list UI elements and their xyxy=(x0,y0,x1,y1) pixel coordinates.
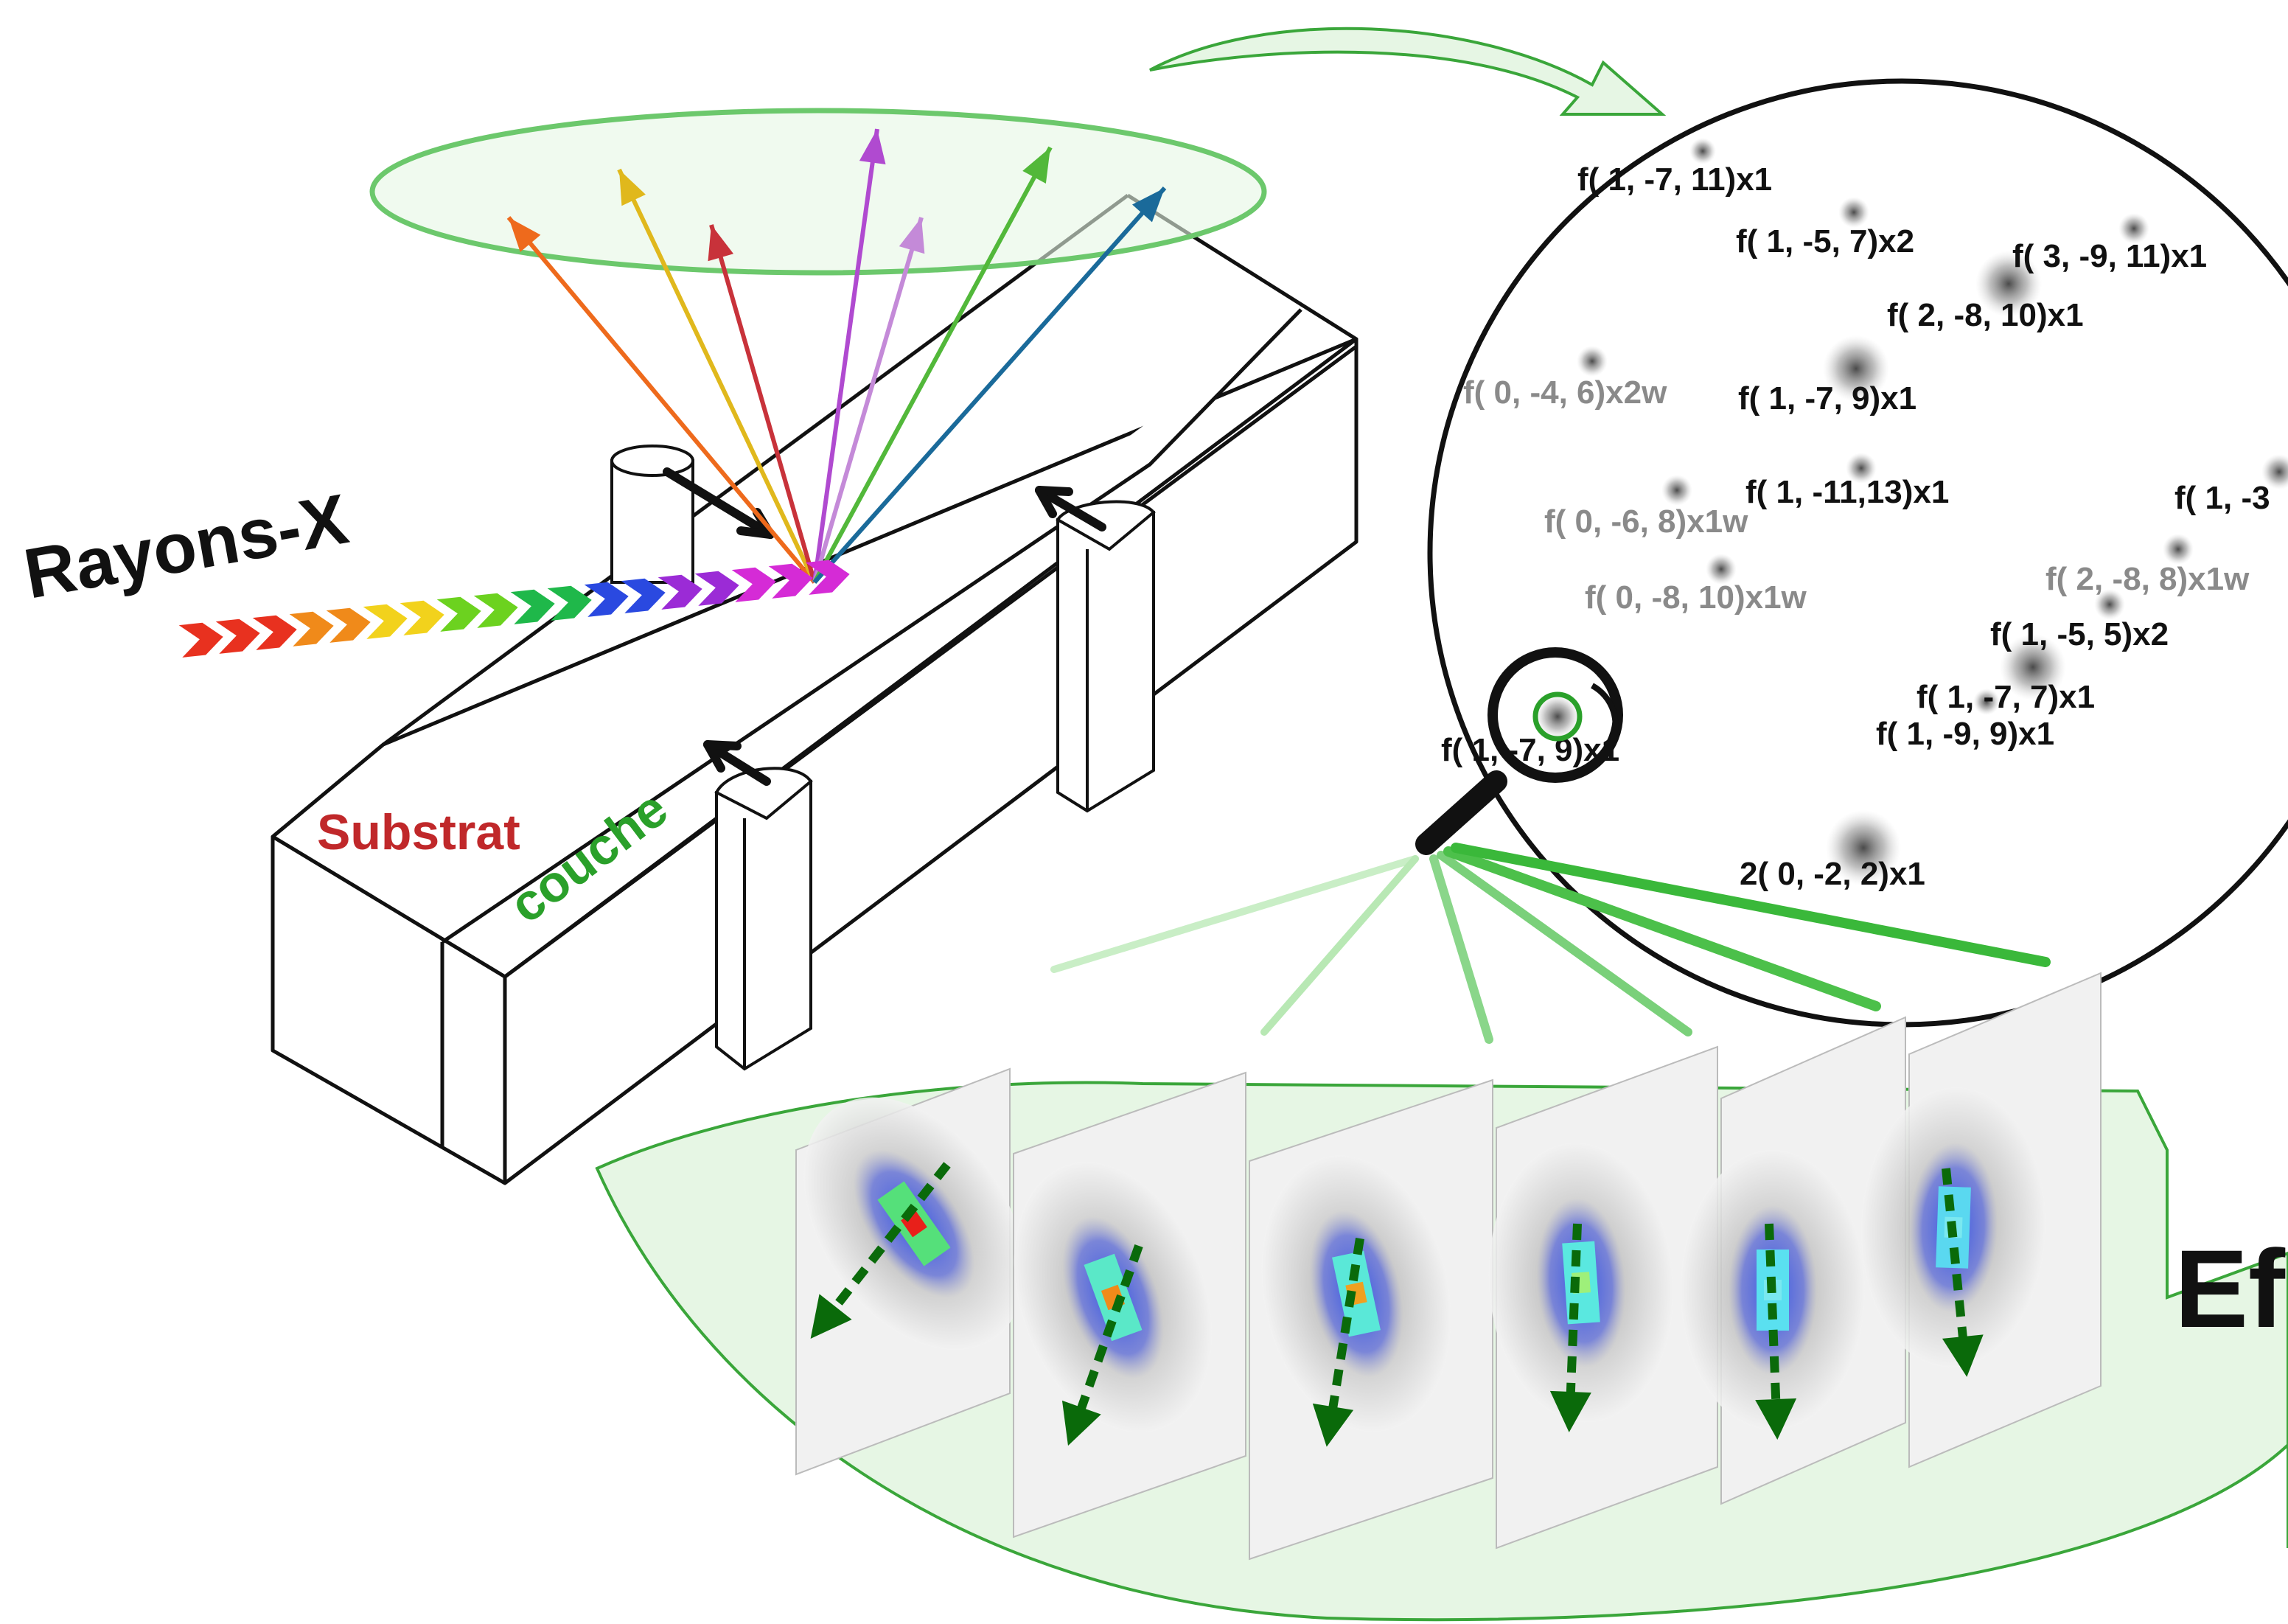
beam-chevron xyxy=(805,560,850,595)
diffraction-spot xyxy=(2118,213,2149,244)
beam-chevron xyxy=(178,622,223,658)
reflection-label: f( 0, -6, 8)x1w xyxy=(1544,503,1748,540)
diffraction-spot xyxy=(1846,453,1877,484)
detector-frame xyxy=(1249,1078,1493,1561)
diffraction-spot xyxy=(1577,346,1608,377)
reflection-label: f( 0, -4, 6)x2w xyxy=(1463,374,1667,411)
reflection-label: f( 1, -11,13)x1 xyxy=(1745,474,1949,510)
sample-block xyxy=(271,193,1358,1185)
beam-chevron xyxy=(547,585,592,621)
reflection-label: f( 1, -9, 9)x1 xyxy=(1876,716,2054,752)
diffraction-spot xyxy=(2261,454,2288,489)
beam-chevron xyxy=(510,589,555,624)
reflection-label: f( 2, -8, 10)x1 xyxy=(1887,297,2084,333)
reflection-label: f( 1, -7, 7)x1 xyxy=(1916,679,2095,715)
reflection-label: f( 1, -7, 11)x1 xyxy=(1577,161,1772,198)
beam-chevron xyxy=(473,593,518,628)
reflected-ray xyxy=(617,168,817,584)
beam-chevron xyxy=(363,604,408,639)
detector-frame xyxy=(795,1067,1025,1476)
beam-chevron xyxy=(768,563,813,599)
reflected-ray xyxy=(708,224,817,583)
detector-frame xyxy=(1013,1071,1246,1538)
diffraction-spot xyxy=(1661,475,1692,506)
reflection-label: f( 1, -5, 5)x2 xyxy=(1990,616,2169,652)
diffraction-spot xyxy=(1706,554,1737,585)
zoom-lines xyxy=(1050,843,2051,1044)
incoming-beam xyxy=(178,560,850,658)
reflection-cone xyxy=(369,108,1267,276)
clamp-right xyxy=(1056,500,1156,813)
reflected-rays xyxy=(506,128,1167,584)
process-arrow-top xyxy=(1149,27,1667,116)
reflected-ray xyxy=(506,216,817,584)
frame-stack xyxy=(795,972,2102,1561)
xray-label: Rayons-X xyxy=(18,479,354,613)
beam-chevron xyxy=(326,607,371,643)
beam-chevron xyxy=(400,600,444,635)
corner-label-ef: Ef xyxy=(2174,1227,2286,1351)
diffraction-spot xyxy=(1689,138,1716,164)
reflection-label: f( 3, -9, 11)x1 xyxy=(2012,238,2207,274)
reflection-label: f( 1, -7, 9)x1 xyxy=(1738,380,1916,417)
beam-chevron xyxy=(694,571,739,606)
clamp-left xyxy=(610,445,694,584)
beam-chevron xyxy=(252,615,297,650)
diffraction-spot xyxy=(1826,810,1901,885)
reflection-label: f( 1, -5, 7)x2 xyxy=(1736,223,1914,259)
diffraction-spot xyxy=(1823,335,1889,402)
reflected-ray xyxy=(812,217,925,583)
reflection-label: 2( 0, -2, 2)x1 xyxy=(1740,856,1925,892)
beam-chevron xyxy=(436,596,481,632)
beam-chevron xyxy=(621,578,666,613)
diffraction-spot xyxy=(2000,634,2066,700)
reflected-ray xyxy=(812,146,1053,584)
beam-chevron xyxy=(658,574,702,610)
diffraction-spot xyxy=(2094,589,2125,620)
detector-frame xyxy=(1860,972,2102,1468)
substrate-label: Substrat xyxy=(317,804,520,860)
reflection-label: f( 0, -8, 10)x1w xyxy=(1585,579,1807,616)
reflection-label: f( 1, -3 xyxy=(2174,480,2270,516)
clamp-arrows xyxy=(663,467,1106,786)
detector-frame xyxy=(1488,1045,1718,1550)
detector-frame xyxy=(1681,1016,1906,1505)
diffraction-spot xyxy=(1973,689,2000,715)
clamp-middle xyxy=(714,767,813,1071)
reflection-label: f( 2, -8, 8)x1w xyxy=(2045,561,2250,597)
detector: f( 1, -7, 11)x1 f( 1, -5, 7)x2 f( 3, -9, 1… xyxy=(1427,78,2288,1028)
magnifier-icon xyxy=(1415,647,1623,855)
beam-chevron xyxy=(289,611,334,647)
diffraction-spot xyxy=(2163,534,2194,565)
beam-chevron xyxy=(215,618,260,654)
reflected-ray xyxy=(812,187,1167,584)
diffraction-spot xyxy=(1838,197,1869,228)
reflected-ray xyxy=(812,128,886,583)
diffraction-spot xyxy=(1975,251,2042,317)
beam-chevron xyxy=(731,567,776,602)
beam-chevron xyxy=(584,582,629,617)
